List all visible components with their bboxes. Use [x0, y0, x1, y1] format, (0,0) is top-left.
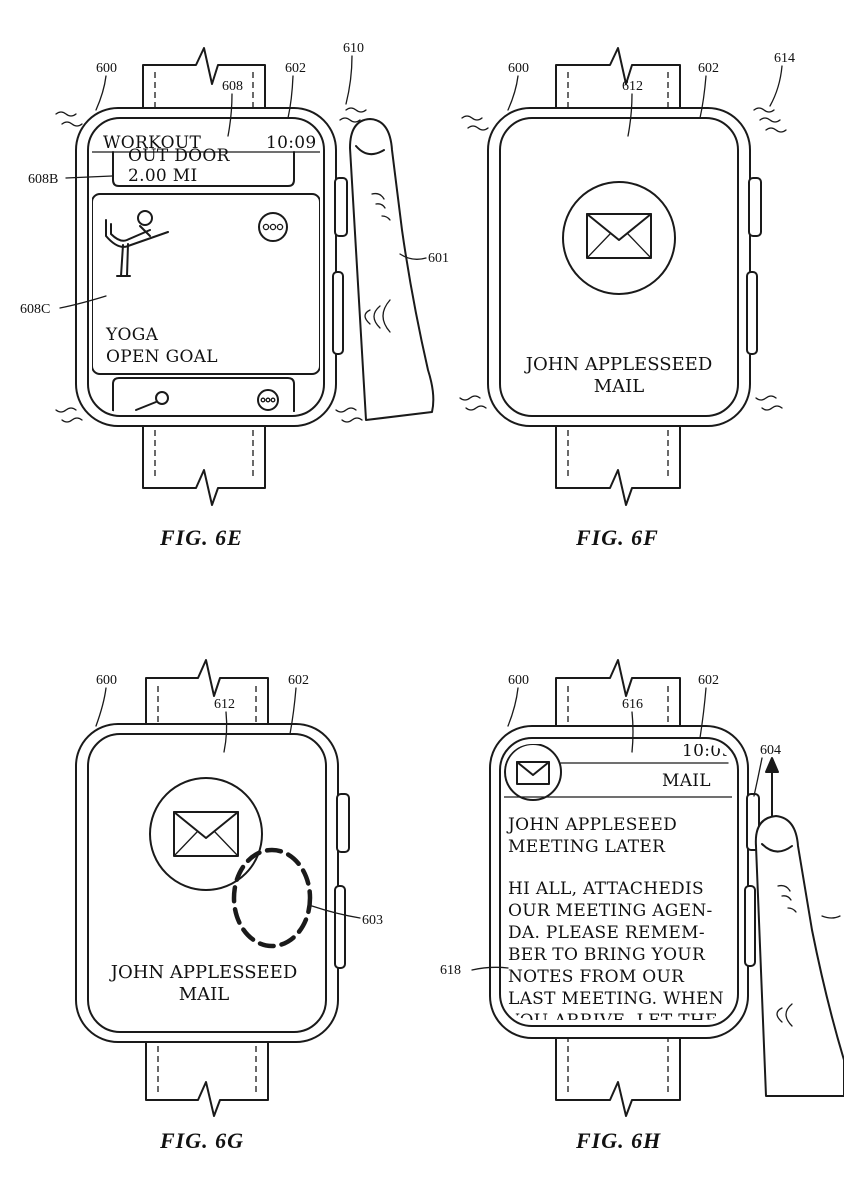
svg-text:600: 600 — [96, 673, 117, 688]
rotatable-crown[interactable] — [337, 794, 349, 852]
card-outdoor-distance: 2.00 MI — [128, 166, 197, 186]
watch-band-bottom — [143, 420, 265, 505]
watch-band-bottom — [556, 420, 680, 505]
header-time: 10:09 — [266, 133, 317, 153]
svg-text:601: 601 — [428, 251, 449, 266]
figure-6h: 10:09 MAIL JOHN APPLESEED MEETING LATER … — [440, 660, 844, 1153]
svg-text:600: 600 — [508, 673, 529, 688]
watch-band-top — [143, 48, 265, 110]
svg-text:612: 612 — [214, 697, 235, 712]
svg-text:608: 608 — [222, 79, 243, 94]
message-line: LAST MEETING. WHEN — [508, 989, 724, 1009]
app-name: MAIL — [594, 376, 645, 397]
side-button[interactable] — [747, 272, 757, 354]
card-yoga-title: YOGA — [105, 325, 159, 345]
app-title: MAIL — [662, 771, 711, 791]
scroll-up-arrow-icon — [766, 758, 778, 816]
svg-text:610: 610 — [343, 41, 364, 56]
watch-band-top — [146, 660, 268, 728]
figure-6g: JOHN APPLESSEED MAIL 600 602 612 603 FIG… — [76, 660, 383, 1153]
svg-text:603: 603 — [362, 913, 383, 928]
figure-caption: FIG. 6F — [575, 525, 659, 550]
sender-name: JOHN APPLESSEED — [109, 962, 298, 983]
svg-text:612: 612 — [622, 79, 643, 94]
side-button[interactable] — [333, 272, 343, 354]
svg-text:608B: 608B — [28, 172, 58, 187]
svg-text:602: 602 — [285, 61, 306, 76]
watch-band-bottom — [146, 1036, 268, 1116]
message-line: DA. PLEASE REMEM- — [508, 923, 705, 943]
card-outdoor-title: OUT DOOR — [128, 146, 231, 166]
watch-band-top — [556, 48, 680, 110]
rotatable-crown[interactable] — [749, 178, 761, 236]
message-line: OUR MEETING AGEN- — [508, 901, 713, 921]
svg-text:608C: 608C — [20, 302, 50, 317]
figure-6f: JOHN APPLESSEED MAIL 600 602 614 612 FIG… — [460, 48, 795, 550]
watch-band-top — [556, 660, 680, 728]
message-line: NOTES FROM OUR — [508, 967, 685, 987]
svg-text:616: 616 — [622, 697, 643, 712]
side-button[interactable] — [745, 886, 755, 966]
svg-text:600: 600 — [508, 61, 529, 76]
figure-caption: FIG. 6H — [575, 1128, 661, 1153]
app-name: MAIL — [179, 984, 230, 1005]
svg-text:600: 600 — [96, 61, 117, 76]
message-line: MEETING LATER — [508, 837, 666, 857]
svg-text:618: 618 — [440, 963, 461, 978]
message-line: BER TO BRING YOUR — [508, 945, 706, 965]
figure-caption: FIG. 6G — [159, 1128, 244, 1153]
svg-text:602: 602 — [288, 673, 309, 688]
finger-icon — [756, 816, 844, 1096]
rotatable-crown[interactable] — [335, 178, 347, 236]
svg-text:614: 614 — [774, 51, 795, 66]
sender-name: JOHN APPLESSEED — [524, 354, 713, 375]
figure-caption: FIG. 6E — [159, 525, 243, 550]
svg-text:602: 602 — [698, 673, 719, 688]
svg-text:602: 602 — [698, 61, 719, 76]
message-line: HI ALL, ATTACHEDIS — [508, 879, 704, 899]
svg-text:604: 604 — [760, 743, 781, 758]
side-button[interactable] — [335, 886, 345, 968]
watch-band-bottom — [556, 1036, 680, 1116]
finger-icon — [350, 119, 433, 420]
card-yoga-goal: OPEN GOAL — [106, 347, 218, 367]
message-line: JOHN APPLESEED — [506, 815, 677, 835]
figure-6e: WORKOUT 10:09 OUT DOOR 2.00 MI — [20, 41, 449, 550]
